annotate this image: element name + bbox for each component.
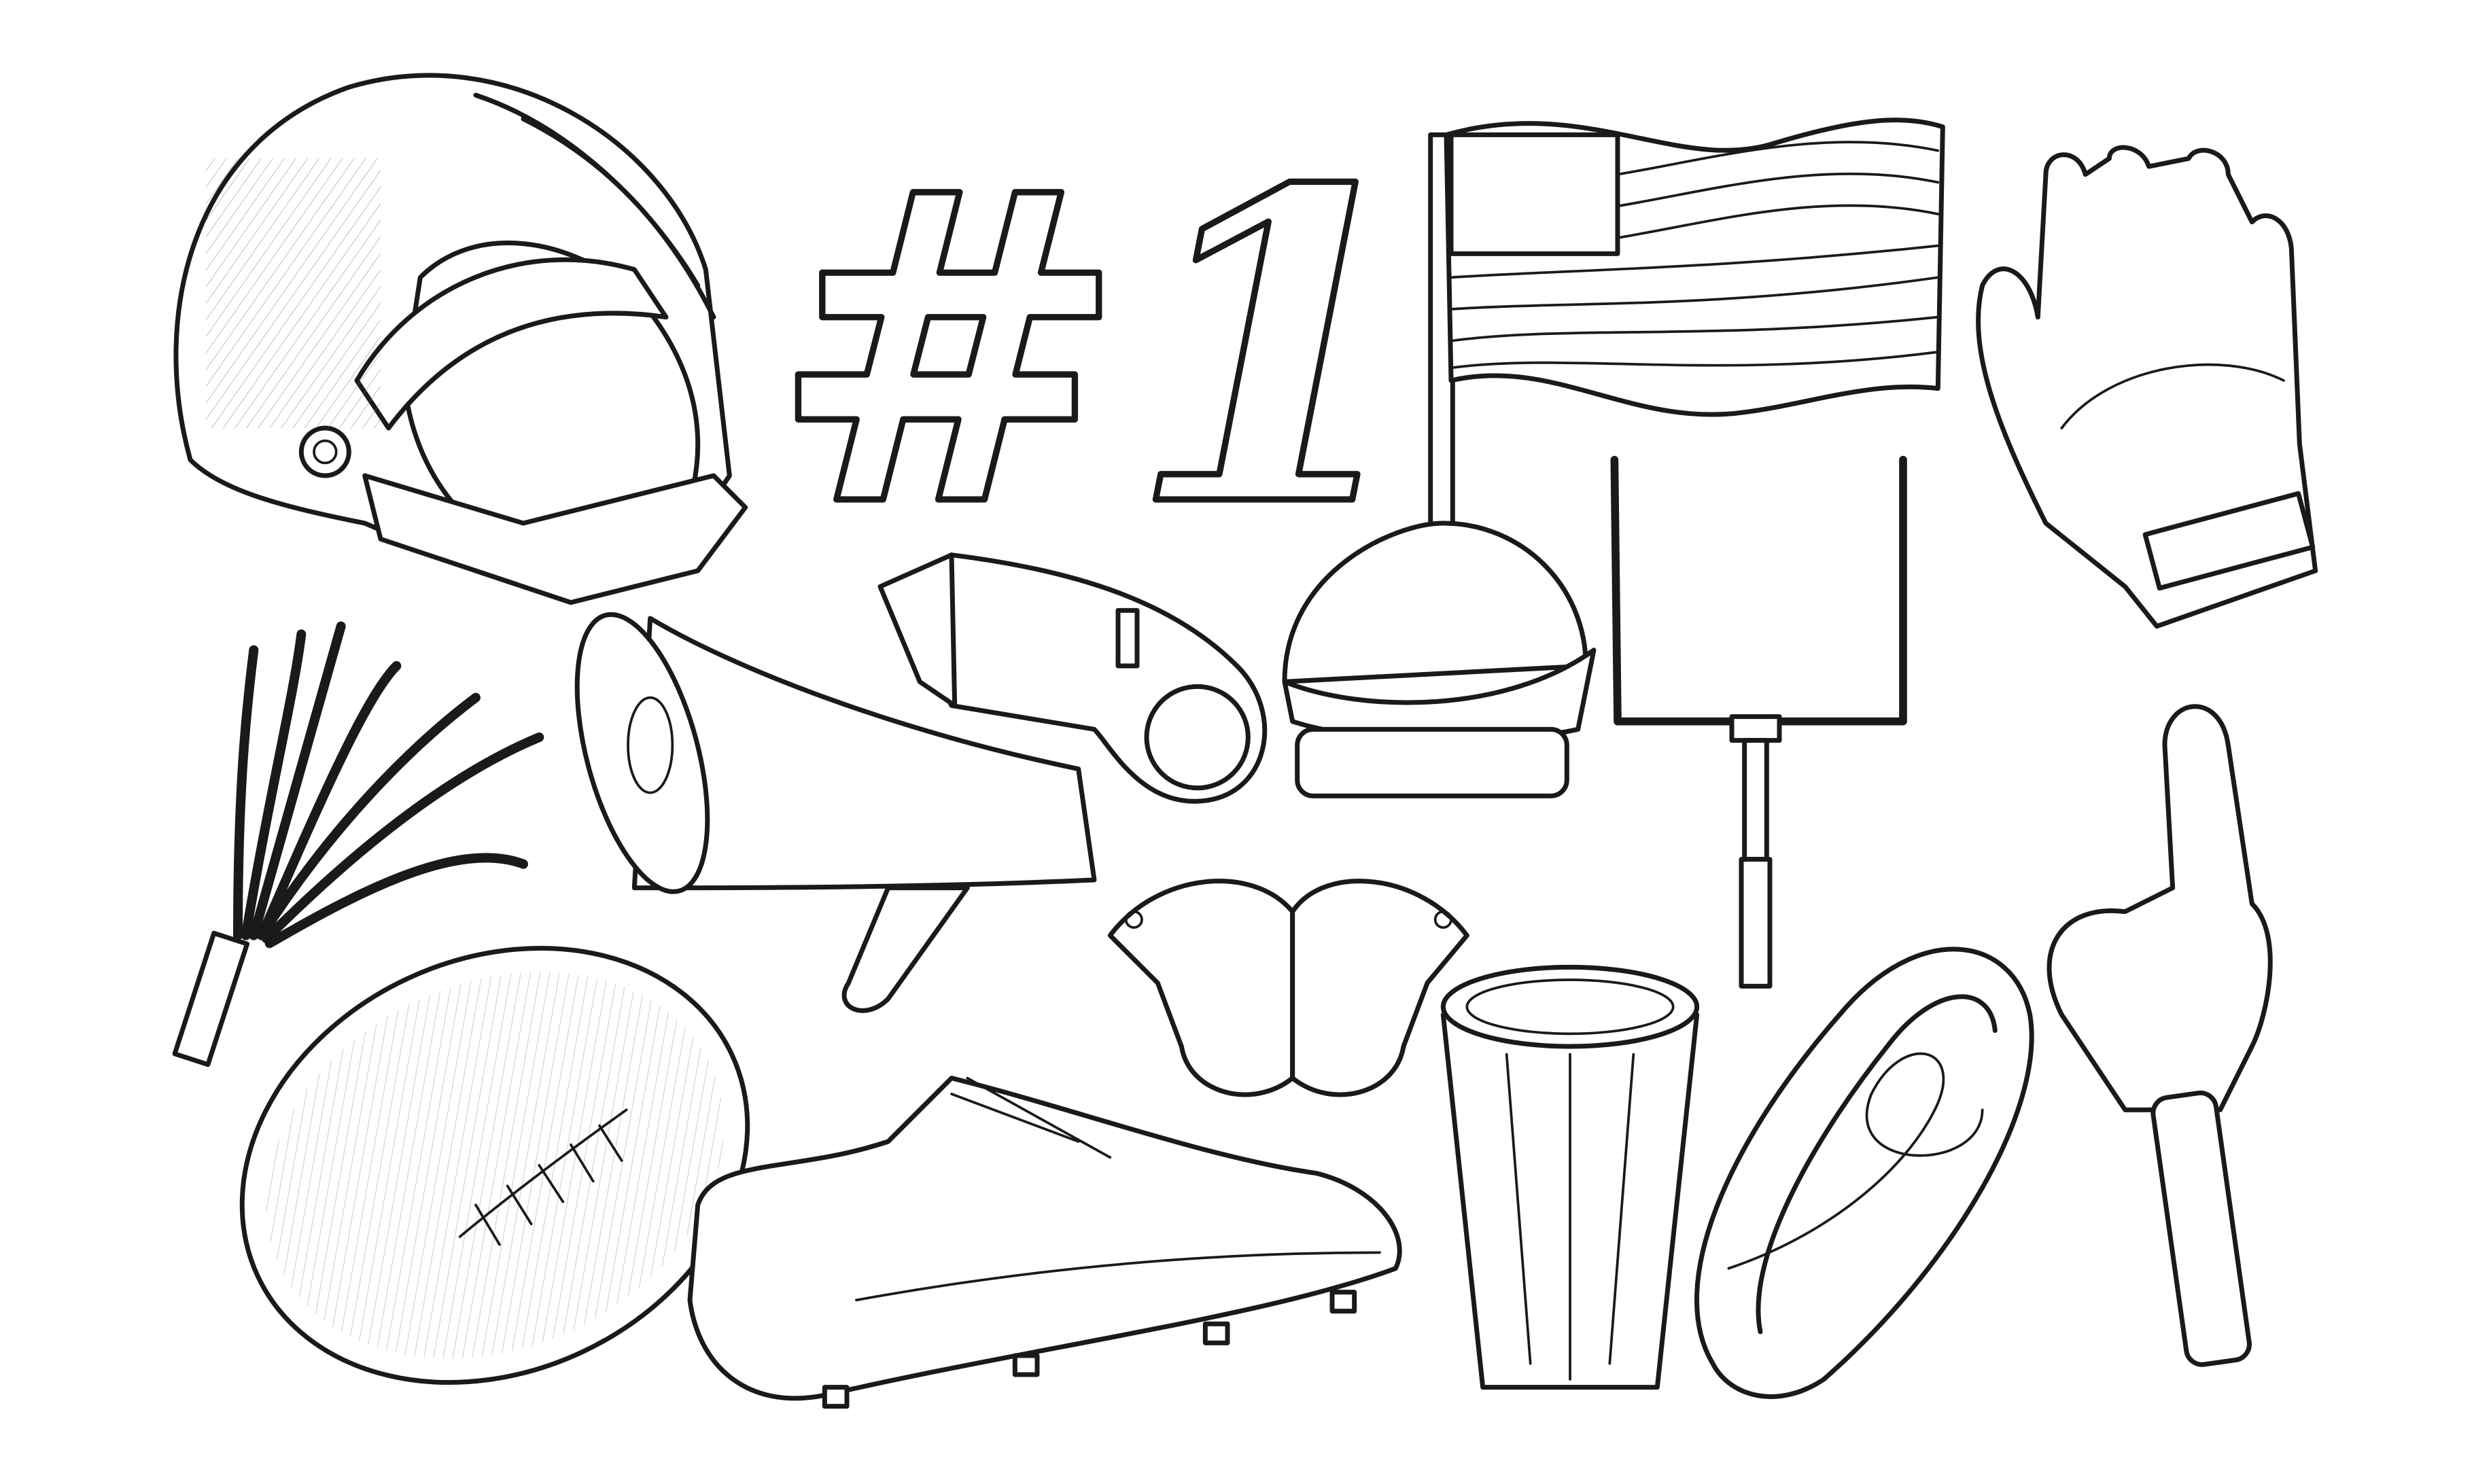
number-one-text: #1 (769, 97, 1426, 601)
pom-pom-icon (172, 621, 544, 1067)
megaphone-icon (574, 612, 1097, 1013)
number-one-badge: #1 (766, 94, 1429, 603)
football-icon (239, 946, 750, 1385)
shoulder-pads-icon (1107, 879, 1469, 1097)
whistle-icon (877, 552, 1268, 804)
american-flag-icon (1428, 118, 1945, 542)
goal-post-icon (1610, 455, 1907, 989)
hot-dog-icon (1694, 947, 2034, 1399)
drink-cup-icon (1440, 964, 1700, 1390)
football-cleat-icon (687, 1076, 1402, 1409)
football-helmet-icon (173, 73, 748, 605)
football-glove-icon (1976, 145, 2318, 629)
foam-finger-icon (2046, 704, 2273, 1367)
burger-icon (1282, 520, 1597, 798)
